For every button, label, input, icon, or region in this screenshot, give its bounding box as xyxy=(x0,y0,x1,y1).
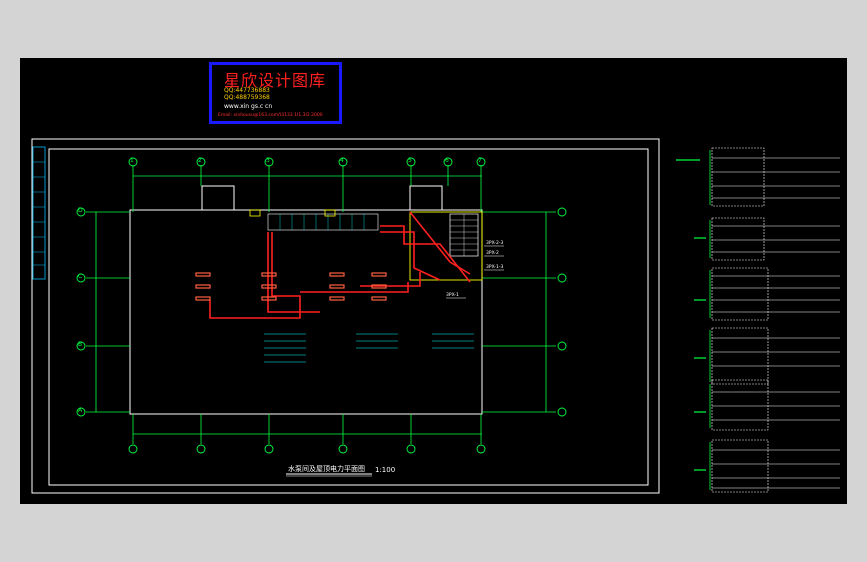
axis-number-1: 1 xyxy=(130,157,134,164)
axis-number-7: 7 xyxy=(478,157,482,164)
panel-row-cells xyxy=(279,214,365,230)
stair-room xyxy=(409,211,483,281)
top-dimension xyxy=(132,165,482,212)
axis-letter-b: B xyxy=(78,341,83,348)
axis-letter-d: D xyxy=(78,207,83,214)
panel-box-yellow-1 xyxy=(249,209,261,217)
axis-number-4: 4 xyxy=(340,157,344,164)
panel-label-4: 3PX-1 xyxy=(446,292,459,298)
watermark-logo: 星欣设计图库 QQ:447736883 QQ:488759368 www.xin… xyxy=(209,62,342,124)
title-strip xyxy=(32,146,46,280)
axis-number-2: 2 xyxy=(198,157,202,164)
legend-tables xyxy=(264,333,474,363)
logo-title: 星欣设计图库 xyxy=(224,71,327,90)
pump-equipment xyxy=(195,272,387,301)
axis-letter-a: A xyxy=(78,407,83,414)
plan-title: 水泵间及屋顶电力平面图 xyxy=(288,465,365,473)
roof-protrusion-right xyxy=(409,185,443,210)
panel-label-3: 3PX-1-3 xyxy=(486,264,504,270)
right-dimension xyxy=(482,211,556,413)
axis-number-6: 6 xyxy=(445,157,449,164)
axis-number-3: 3 xyxy=(266,157,270,164)
logo-url: www.xin gs.c cn xyxy=(224,103,273,110)
logo-qq-1: QQ:447736883 xyxy=(224,87,270,94)
power-cables xyxy=(209,211,471,319)
axis-letter-c: C xyxy=(78,273,83,280)
building-outline xyxy=(129,209,483,415)
sheet-inner-frame xyxy=(48,148,649,486)
bottom-dimension xyxy=(132,414,482,444)
axis-bubbles xyxy=(76,157,567,454)
panel-label-2: 3PX-2 xyxy=(486,250,499,256)
logo-qq-2: QQ:488759368 xyxy=(224,94,270,101)
riser-feeders xyxy=(712,157,840,489)
panel-label-1: 3PX-2-3 xyxy=(486,240,504,246)
riser-green-notes xyxy=(676,159,706,471)
sheet-outer-frame xyxy=(31,138,660,494)
title-strip-rows xyxy=(33,161,45,266)
left-dimension xyxy=(86,211,130,413)
plan-scale: 1:100 xyxy=(375,466,396,474)
cad-drawing-canvas[interactable] xyxy=(20,58,847,504)
logo-email: Email: xinhousu@163.com/t3133 1I1.3I2.20… xyxy=(218,113,323,118)
panel-label-lines xyxy=(446,245,504,299)
stair-treads xyxy=(450,214,478,256)
roof-protrusion-left xyxy=(201,185,235,210)
panel-row xyxy=(267,213,379,231)
panel-box-yellow-2 xyxy=(324,209,336,217)
axis-number-5: 5 xyxy=(408,157,412,164)
riser-diagrams xyxy=(711,147,769,493)
